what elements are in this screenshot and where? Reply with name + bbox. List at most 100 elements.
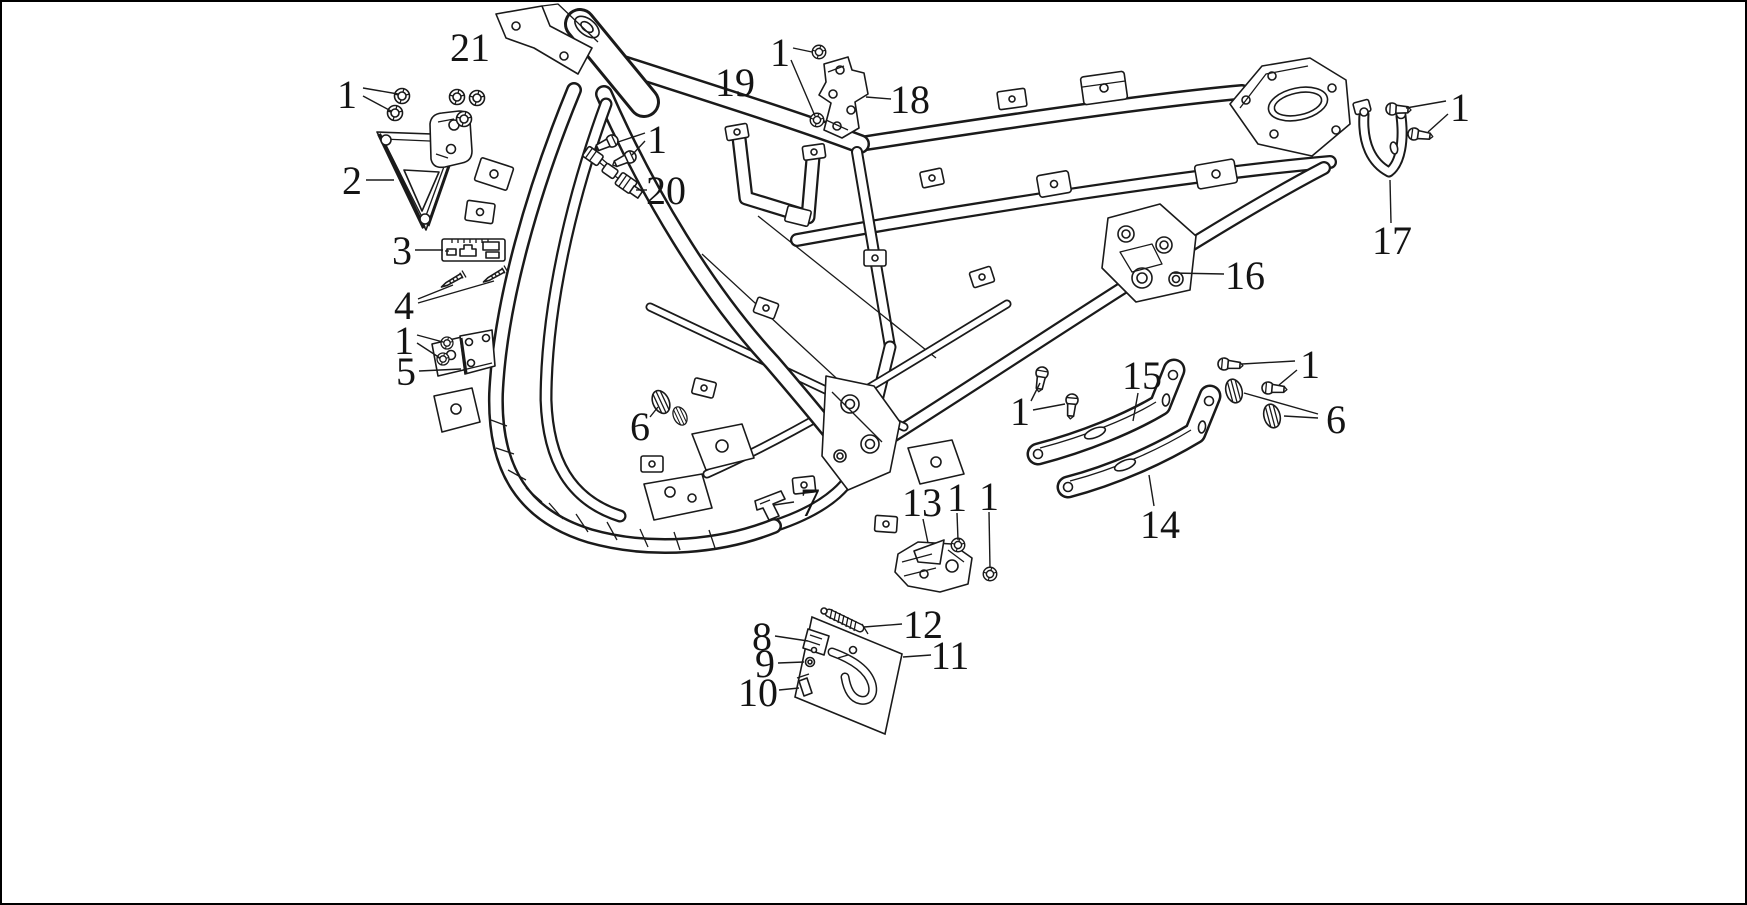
leader-line-callout-1-mid-right xyxy=(1278,369,1298,386)
leader-line-callout-1-top-middle xyxy=(792,47,813,53)
leader-line-callout-1-center xyxy=(1032,403,1066,411)
callout-16: 16 xyxy=(1225,253,1265,298)
rubber-grommet xyxy=(1222,376,1246,406)
tapping-screw xyxy=(438,269,467,292)
callout-19: 19 xyxy=(715,60,755,105)
part-18-bracket xyxy=(818,56,869,139)
leader-line-callout-1-top-middle xyxy=(790,59,816,117)
mount-box xyxy=(1193,158,1239,190)
callout-12: 12 xyxy=(903,602,943,647)
rubber-grommet xyxy=(1260,401,1284,431)
steering-head xyxy=(495,3,600,75)
mount-box xyxy=(996,87,1028,111)
leader-line-callout-9 xyxy=(777,661,805,664)
bolt-fastener xyxy=(1031,365,1050,394)
leader-line-callout-1-lower-a xyxy=(956,512,959,541)
part-3-id-plate xyxy=(441,238,506,262)
bolt-fastener xyxy=(1260,380,1289,397)
callout-1-left: 1 xyxy=(394,318,414,363)
part-16-rear-bracket xyxy=(1101,203,1197,303)
callout-1-top-left: 1 xyxy=(337,72,357,117)
callout-10: 10 xyxy=(738,670,778,715)
leader-line-callout-1-upper-middle xyxy=(617,132,646,143)
callout-1-center: 1 xyxy=(1010,389,1030,434)
leader-line-callout-1-mid-right xyxy=(1241,360,1296,365)
nut-fastener xyxy=(436,352,450,366)
part-15-bracket xyxy=(1026,358,1186,466)
part-20-cable-guide xyxy=(582,145,644,199)
callout-1-lower-b: 1 xyxy=(979,474,999,519)
callout-14: 14 xyxy=(1140,502,1180,547)
callout-3: 3 xyxy=(392,228,412,273)
leader-line-callout-1-right xyxy=(1405,100,1447,109)
callout-6-left: 6 xyxy=(630,404,650,449)
leader-line-callout-7 xyxy=(773,501,795,506)
part-2-triangle-bracket xyxy=(376,110,473,231)
part-8-spring-bracket xyxy=(802,628,830,656)
part-14-bracket xyxy=(1056,384,1222,499)
part-5-bracket xyxy=(459,329,496,375)
callout-1-upper-middle: 1 xyxy=(647,117,667,162)
rear-tail-plate xyxy=(1229,57,1351,157)
callout-5: 5 xyxy=(396,349,416,394)
nut-fastener xyxy=(440,336,454,350)
part-11-kickstand-assembly xyxy=(794,607,903,736)
mount-box xyxy=(1079,70,1129,106)
nut-fastener xyxy=(950,537,966,553)
leader-line-callout-1-lower-b xyxy=(988,511,991,569)
leader-line-callout-8 xyxy=(774,635,809,642)
callout-2: 2 xyxy=(342,158,362,203)
leader-line-callout-18 xyxy=(865,96,892,100)
leader-line-callout-6-left xyxy=(649,406,659,418)
leader-line-callout-1-top-left xyxy=(362,87,399,95)
callout-7: 7 xyxy=(800,480,820,525)
callout-1-right: 1 xyxy=(1450,85,1470,130)
bolt-fastener xyxy=(1406,126,1435,144)
part-12-spring xyxy=(820,607,869,635)
leader-line-callout-13 xyxy=(922,518,929,544)
leader-line-callout-10 xyxy=(778,687,800,691)
leader-line-callout-6-right xyxy=(1283,415,1319,419)
leader-line-callout-14 xyxy=(1148,474,1155,507)
callout-11: 11 xyxy=(931,633,970,678)
callout-18: 18 xyxy=(890,77,930,122)
callout-15: 15 xyxy=(1122,353,1162,398)
frame-drawing xyxy=(431,3,1351,550)
callout-20: 20 xyxy=(646,168,686,213)
nut-fastener xyxy=(393,87,411,105)
callout-8: 8 xyxy=(752,614,772,659)
pivot-plates xyxy=(821,375,901,491)
nut-fastener xyxy=(982,566,998,582)
part-10-pin xyxy=(796,673,813,697)
leader-line-callout-1-left xyxy=(416,334,444,343)
leader-line-callout-4 xyxy=(417,284,454,300)
callout-6-right: 6 xyxy=(1326,397,1346,442)
part-7-bracket xyxy=(754,490,786,521)
callout-4: 4 xyxy=(394,283,414,328)
nut-fastener xyxy=(455,110,473,128)
leader-line-callout-11 xyxy=(902,654,932,658)
nut-fastener xyxy=(386,104,404,122)
callout-1-mid-right: 1 xyxy=(1300,342,1320,387)
detached-parts xyxy=(376,56,1408,736)
nut-fastener xyxy=(811,44,827,60)
leader-line-callout-1-center xyxy=(1030,382,1041,402)
callout-9: 9 xyxy=(755,641,775,686)
callout-1-lower-a: 1 xyxy=(947,475,967,520)
callout-1-top-middle: 1 xyxy=(770,30,790,75)
bolt-fastener xyxy=(1216,356,1245,373)
side-stand xyxy=(827,645,878,705)
part-9-nut xyxy=(804,656,816,668)
rubber-grommet xyxy=(647,386,675,418)
leader-line-callout-6-right xyxy=(1243,392,1319,415)
leader-line-callout-1-left xyxy=(416,342,441,359)
mount-box xyxy=(1036,170,1072,198)
bolt-fastener xyxy=(1063,392,1080,421)
part-17-bracket xyxy=(1352,98,1408,178)
leader-line-callout-16 xyxy=(1171,272,1225,275)
leader-line-callout-1-right xyxy=(1427,113,1449,133)
leader-line-callout-1-upper-middle xyxy=(631,140,646,156)
leader-line-callout-15 xyxy=(1132,392,1139,422)
